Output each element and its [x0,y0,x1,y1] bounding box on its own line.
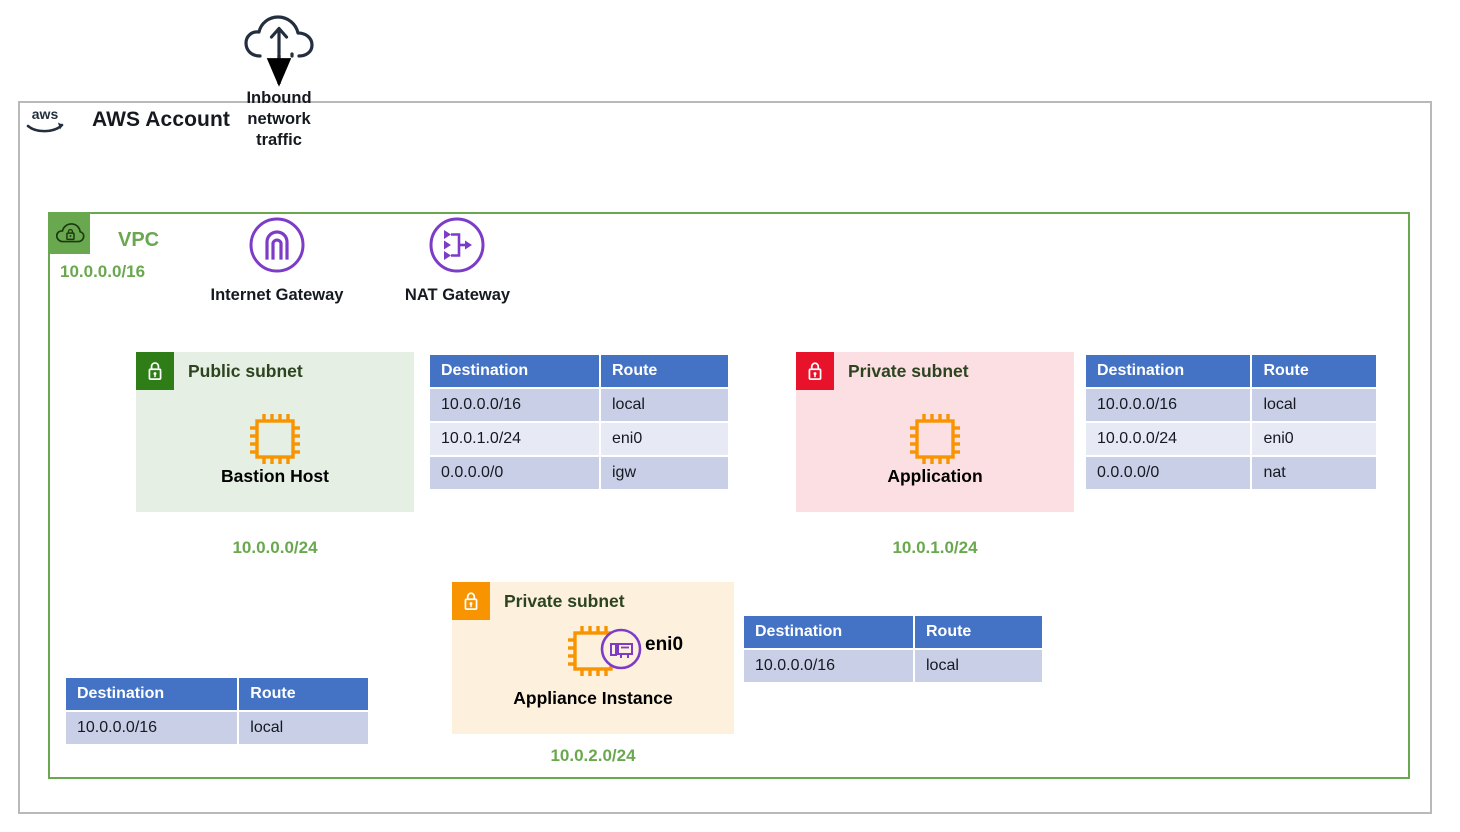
appliance-instance-label: Appliance Instance [513,688,673,708]
svg-text:aws: aws [32,106,59,122]
table-row: 10.0.0.0/24 eni0 [1083,421,1378,457]
cell-route: eni0 [1250,421,1378,457]
inbound-line-3: traffic [256,131,302,149]
column-destination: Destination [1083,353,1253,389]
table-row: 10.0.0.0/16 local [63,710,370,746]
private-subnet-box: Private subnet Application [796,352,1074,512]
inbound-traffic-label: Inbound network traffic [228,88,330,151]
cloud-inbound-outbound-icon [244,15,314,58]
private-subnet-title: Private subnet [848,361,969,381]
cell-destination: 10.0.0.0/24 [1083,421,1253,457]
ec2-instance-icon-application[interactable] [904,408,966,470]
column-route: Route [913,614,1044,650]
locked-padlock-icon [808,362,822,380]
appliance-subnet-title: Private subnet [504,591,625,611]
table-row: 0.0.0.0/0 nat [1083,455,1378,491]
cell-route: local [913,648,1044,684]
cell-destination: 10.0.0.0/16 [63,710,240,746]
table-row: 0.0.0.0/0 igw [428,455,730,491]
table-header-row: Destination Route [742,614,1044,650]
table-row: 10.0.0.0/16 local [1083,387,1378,423]
locked-padlock-icon [464,592,478,610]
private-subnet-route-table: Destination Route 10.0.0.0/16 local 10.0… [1083,353,1378,491]
network-interface-icon[interactable] [600,628,642,670]
cell-destination: 10.0.0.0/16 [428,387,601,423]
column-route: Route [599,353,730,389]
unlocked-padlock-icon [148,362,162,380]
inbound-line-1: Inbound [246,89,312,107]
cell-route: local [1250,387,1378,423]
vpc-boundary [48,212,1410,779]
nat-gateway-label: NAT Gateway [404,286,511,304]
inbound-line-2: network [247,110,311,128]
appliance-subnet-badge [452,582,490,620]
vpc-cidr: 10.0.0.0/16 [60,262,146,281]
cell-destination: 10.0.1.0/24 [428,421,601,457]
bastion-host-label: Bastion Host [221,466,329,486]
cell-route: igw [599,455,730,491]
ec2-instance-icon-bastion[interactable] [244,408,306,470]
column-route: Route [237,676,370,712]
column-destination: Destination [742,614,915,650]
cell-route: local [599,387,730,423]
aws-account-title: AWS Account [92,108,230,131]
table-row: 10.0.0.0/16 local [742,648,1044,684]
cell-destination: 10.0.0.0/16 [742,648,915,684]
public-subnet-badge [136,352,174,390]
public-subnet-route-table: Destination Route 10.0.0.0/16 local 10.0… [428,353,730,491]
appliance-subnet-cidr: 10.0.2.0/24 [550,746,636,765]
vpc-cloud-lock-icon [55,222,85,242]
application-label: Application [887,466,983,486]
column-route: Route [1250,353,1378,389]
internet-gateway-label: Internet Gateway [210,286,344,304]
bastion-route-table: Destination Route 10.0.0.0/16 local [63,676,370,746]
aws-logo-icon: aws [26,106,64,133]
private-subnet-badge [796,352,834,390]
column-destination: Destination [63,676,240,712]
cell-route: eni0 [599,421,730,457]
cell-destination: 10.0.0.0/16 [1083,387,1253,423]
internet-gateway-icon[interactable] [248,216,306,274]
appliance-subnet-route-table: Destination Route 10.0.0.0/16 local [742,614,1044,684]
table-row: 10.0.0.0/16 local [428,387,730,423]
vpc-label: VPC [118,229,160,251]
public-subnet-cidr: 10.0.0.0/24 [232,538,318,557]
table-header-row: Destination Route [63,676,370,712]
table-row: 10.0.1.0/24 eni0 [428,421,730,457]
table-header-row: Destination Route [428,353,730,389]
public-subnet-box: Public subnet Bastion Host [136,352,414,512]
cell-destination: 0.0.0.0/0 [1083,455,1253,491]
vpc-badge [50,214,90,254]
nat-gateway-icon[interactable] [428,216,486,274]
eni0-label: eni0 [645,634,684,655]
private-subnet-cidr: 10.0.1.0/24 [892,538,978,557]
cell-route: nat [1250,455,1378,491]
cell-route: local [237,710,370,746]
appliance-subnet-box: Private subnet Appliance Instance [452,582,734,734]
column-destination: Destination [428,353,601,389]
public-subnet-title: Public subnet [188,361,303,381]
cell-destination: 0.0.0.0/0 [428,455,601,491]
table-header-row: Destination Route [1083,353,1378,389]
